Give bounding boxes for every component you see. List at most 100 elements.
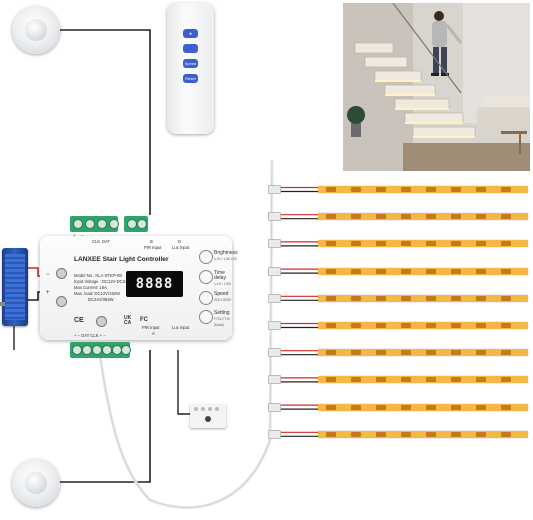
max-current: Max Current: 16A [74, 285, 107, 290]
controller-title: LANXEE Stair Light Controller [74, 256, 169, 263]
top-pir-b: B [150, 239, 153, 244]
strip-chip [501, 214, 511, 220]
remote-button-star: ★ [183, 29, 198, 38]
strip-chip [451, 295, 461, 301]
lux-sensor [190, 404, 226, 428]
strip-chip [451, 323, 461, 328]
bottom-pir-input: PIR Input [142, 325, 160, 330]
strip-chip [376, 350, 386, 356]
strip-chip [426, 268, 436, 274]
led-strip [318, 240, 528, 248]
strip-chip [476, 268, 486, 274]
strip-chip [426, 214, 436, 220]
ce-mark: CE [74, 317, 84, 324]
led-strip [318, 349, 528, 357]
strip-chip [376, 323, 386, 328]
strip-chip [351, 268, 361, 274]
strip-chip [451, 431, 461, 437]
strip-chip [426, 295, 436, 301]
strip-chip [451, 377, 461, 383]
strip-chip [351, 214, 361, 220]
strip-chip [476, 241, 486, 247]
strip-chip [401, 295, 411, 301]
side-plus: + [46, 290, 50, 296]
strip-chip [476, 350, 486, 356]
strip-chip [476, 323, 486, 328]
bottom-terminal-block [70, 342, 131, 358]
strip-chip [401, 431, 411, 437]
top-terminal-block [70, 216, 119, 232]
strip-chip [451, 268, 461, 274]
strip-connector [268, 402, 281, 412]
strip-chip [326, 187, 336, 192]
time-delay-button[interactable] [199, 270, 213, 284]
led-strip [318, 322, 528, 329]
brightness-button[interactable] [199, 250, 213, 264]
strip-chip [401, 323, 411, 328]
led-strip [318, 267, 528, 275]
max-load-24v: DC24V/384W [88, 297, 114, 302]
strip-chip [426, 350, 436, 356]
strip-chip [351, 431, 361, 437]
strip-chip [326, 404, 336, 410]
top-term-clk: CLK [92, 239, 101, 244]
stair-scene [343, 3, 530, 171]
strip-connector [268, 429, 281, 439]
side-minus: − [46, 272, 50, 278]
strip-chip [351, 241, 361, 247]
screw-bottom-left [56, 296, 67, 307]
led-strip [318, 213, 528, 221]
bottom-lux-input: Lux Input [172, 325, 190, 330]
strip-chip [476, 295, 486, 301]
strip-chip [401, 214, 411, 220]
strip-chip [326, 214, 336, 220]
screw-top-left [56, 268, 67, 279]
strip-chip [351, 377, 361, 383]
strip-chip [376, 214, 386, 220]
strip-chip [376, 295, 386, 301]
strip-chip [401, 350, 411, 356]
stair-photo [343, 3, 530, 171]
strip-chip [501, 323, 511, 328]
input-voltage: Input Voltage : DC12V-DC24V [74, 279, 131, 284]
strip-chip [326, 431, 336, 437]
top-pir-input: PIR Input [144, 245, 162, 250]
led-strip [318, 430, 528, 438]
strip-chip [326, 268, 336, 274]
strip-chip [351, 323, 361, 328]
strip-connector [268, 239, 281, 249]
bottom-pir-sensor [12, 459, 60, 507]
strip-chip [476, 404, 486, 410]
strip-chip [326, 295, 336, 301]
strip-chip [376, 241, 386, 247]
strip-connector [268, 321, 281, 330]
led-display: 8888 [126, 271, 183, 297]
strip-chip [401, 187, 411, 192]
strip-connector [268, 348, 281, 358]
strip-chip [451, 187, 461, 192]
bottom-pir-a: A [152, 331, 155, 336]
setting-button[interactable] [199, 310, 213, 324]
strip-chip [351, 350, 361, 356]
strip-chip [501, 295, 511, 301]
strip-chip [426, 187, 436, 192]
led-strip [318, 403, 528, 411]
strip-chip [376, 404, 386, 410]
strip-chip [451, 214, 461, 220]
ukca-mark: UK CA [124, 315, 132, 326]
strip-chip [476, 187, 486, 192]
speed-button[interactable] [199, 291, 213, 305]
strip-chip [501, 241, 511, 247]
strip-wire-group [280, 186, 318, 437]
fcc-mark: FC [140, 317, 148, 323]
top-term-minus: − [81, 233, 84, 238]
stair-light-controller: + − CLK DAT B PIR Input D Lux Input − + … [40, 216, 238, 358]
top-term-dat: DAT [102, 239, 111, 244]
strip-chip [501, 431, 511, 437]
strip-chip [426, 241, 436, 247]
strip-chip [376, 377, 386, 383]
remote-button-speed-mode: Speed Mode [183, 59, 198, 75]
strip-chip [401, 377, 411, 383]
